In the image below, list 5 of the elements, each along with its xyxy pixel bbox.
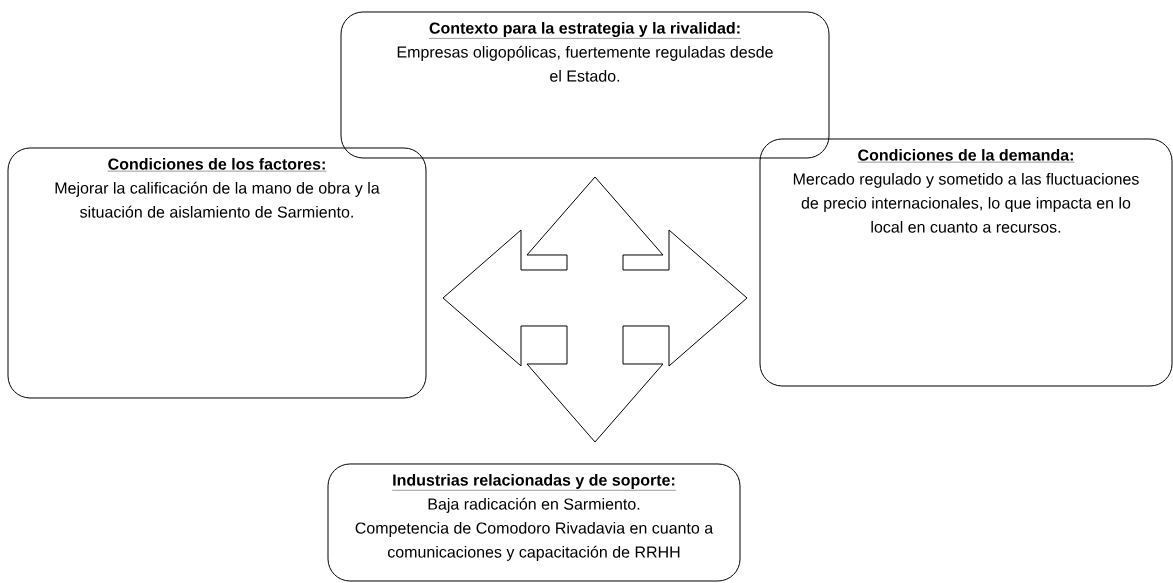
- text-box: Condiciones de los factores: Mejorar la calificación de la mano de obra y la situación de aislamiento de Sarmiento.: [7, 147, 427, 399]
- four-way-arrow: [442, 176, 748, 443]
- text-box: Condiciones de la demanda: Mercado regulado y sometido a las fluctuaciones de precio internacionales, lo que impacta en lo local en cuanto a recursos.: [759, 138, 1173, 387]
- text-box: Industrias relacionadas y de soporte: Baja radicación en Sarmiento. Competencia de Comodoro Rivadavia en cuanto a comunicaciones y capacitación de RRHH: [327, 463, 741, 582]
- text-box: Contexto para la estrategia y la rivalidad: Empresas oligopólicas, fuertemente reguladas desde el Estado.: [340, 11, 830, 159]
